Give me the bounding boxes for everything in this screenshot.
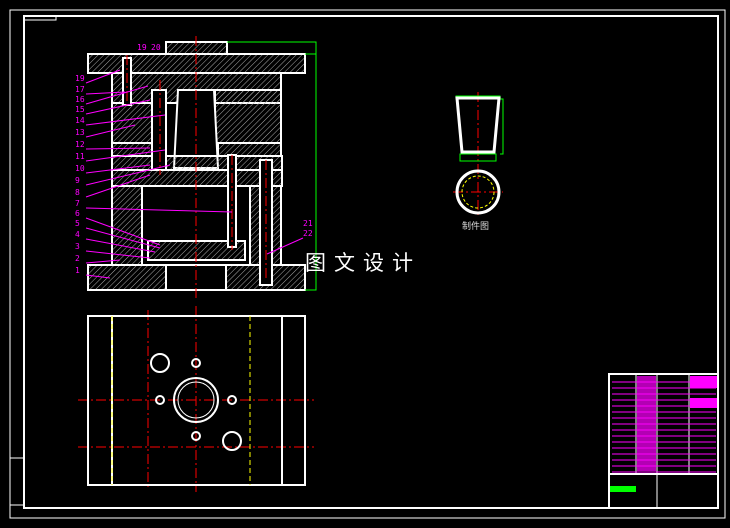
part-label: 20 — [151, 43, 161, 52]
leader-line — [266, 237, 304, 255]
leader-line — [85, 217, 161, 246]
part-label: 14 — [75, 116, 85, 125]
part-label: 8 — [75, 188, 80, 197]
part-drawing — [455, 96, 501, 215]
part-label: 3 — [75, 242, 80, 251]
leader-line — [85, 259, 121, 264]
part-label: 13 — [75, 128, 85, 137]
leader-line — [85, 227, 161, 249]
leader-line — [85, 147, 151, 150]
part-label: 16 — [75, 95, 85, 104]
leader-line — [85, 69, 121, 84]
title-block — [9, 373, 719, 509]
part-label: 5 — [75, 219, 80, 228]
part-label: 4 — [75, 230, 80, 239]
part-label: 21 — [303, 219, 313, 228]
leader-line — [85, 85, 149, 105]
part-label: 15 — [75, 105, 85, 114]
part-label: 17 — [75, 85, 85, 94]
part-label: 10 — [75, 164, 85, 173]
part-label: 1 — [75, 266, 80, 275]
leader-line — [85, 164, 171, 186]
drawing-border — [9, 9, 726, 519]
part-label: 19 — [75, 74, 85, 83]
part-label: 2 — [75, 254, 80, 263]
leader-lines — [85, 69, 304, 279]
mold-plan-view — [87, 315, 306, 486]
leader-line — [85, 174, 151, 198]
part-label: 9 — [75, 176, 80, 185]
watermark-text: 图文设计 — [305, 251, 421, 275]
part-label: 12 — [75, 140, 85, 149]
leader-line — [85, 114, 166, 126]
leader-line — [85, 207, 233, 213]
part-label: 7 — [75, 199, 80, 208]
leader-line — [85, 91, 126, 95]
leader-line — [85, 238, 156, 253]
part-label: 11 — [75, 152, 85, 161]
part-drawing-caption: 制件图 — [462, 222, 490, 232]
leader-line — [85, 99, 151, 115]
part-label: 19 — [137, 43, 147, 52]
leader-line — [85, 164, 151, 174]
leader-line — [85, 274, 111, 279]
part-label: 6 — [75, 209, 80, 218]
leader-line — [85, 149, 166, 162]
part-label: 22 — [303, 229, 313, 238]
leader-line — [85, 124, 136, 138]
leader-line — [85, 250, 151, 259]
